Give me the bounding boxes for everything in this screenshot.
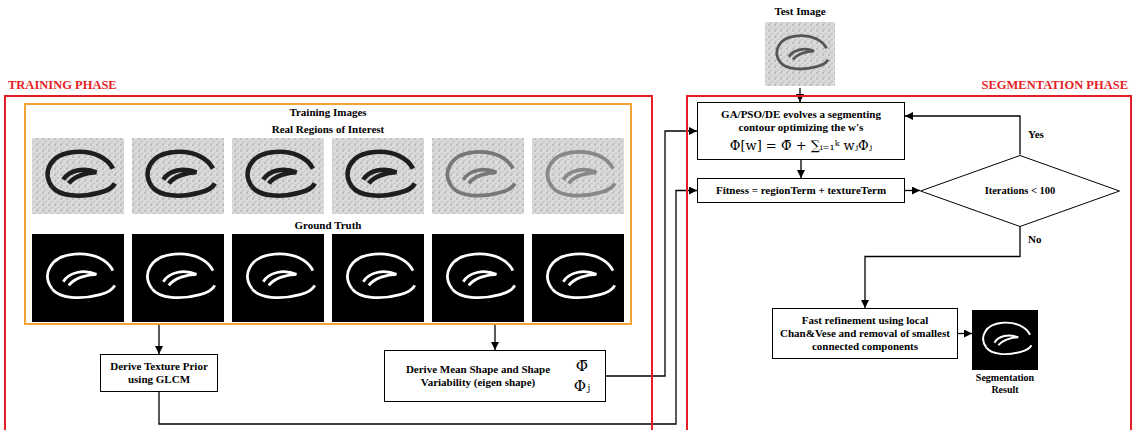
test-photo — [765, 22, 835, 86]
connector-arrow — [865, 227, 1020, 309]
row-label: Ground Truth — [26, 219, 630, 232]
connector-arrow — [905, 190, 920, 191]
training-photos — [32, 138, 624, 214]
group-title: Training Images — [26, 106, 630, 119]
phase-panel: TRAINING PHASETraining ImagesReal Region… — [4, 95, 653, 430]
edge-label: Yes — [1026, 128, 1046, 141]
connector-arrow — [800, 160, 801, 178]
symbol-column: Φ̄Φⱼ — [565, 356, 599, 396]
connector-arrow — [905, 116, 1020, 155]
process-box: Fast refinement using local Chan&Vese an… — [772, 308, 958, 359]
image-node: Test Image — [762, 4, 838, 88]
edge-label: No — [1026, 233, 1043, 246]
image-caption: Test Image — [762, 5, 838, 18]
process-box: Fitness = regionTerm + textureTerm — [697, 178, 905, 203]
process-box: Derive Texture Prior using GLCM — [100, 354, 218, 392]
image-node: Segmentation Result — [972, 310, 1038, 396]
box-text: Fitness = regionTerm + textureTerm — [704, 184, 898, 197]
connector-arrow — [494, 325, 495, 350]
decision-diamond: Iterations < 100 — [920, 155, 1120, 227]
box-text: Derive Texture Prior using GLCM — [107, 360, 211, 386]
connector-arrow — [159, 191, 697, 425]
phase-title: SEGMENTATION PHASE — [688, 78, 1130, 93]
result-mask — [972, 310, 1038, 370]
connector-arrow — [158, 325, 159, 354]
row-label: Real Regions of Interest — [26, 123, 630, 136]
process-box: GA/PSO/DE evolves a segmenting contour o… — [697, 102, 905, 160]
box-text: Fast refinement using local Chan&Vese an… — [779, 314, 951, 353]
connector-arrow — [958, 333, 972, 334]
ground-truth-masks — [32, 234, 624, 322]
image-caption: Segmentation Result — [972, 372, 1038, 396]
box-text: GA/PSO/DE evolves a segmenting contour o… — [704, 108, 898, 134]
phase-title: TRAINING PHASE — [6, 78, 651, 93]
shape-symbol: Φⱼ — [565, 376, 599, 396]
formula: Φ[w] = Φ̄ + ∑ᵢ₌₁ᵏ wⱼΦⱼ — [704, 137, 898, 154]
shape-symbol: Φ̄ — [565, 356, 599, 376]
text-column: Derive Mean Shape and Shape Variability … — [391, 363, 565, 389]
process-box: Derive Mean Shape and Shape Variability … — [384, 350, 606, 402]
phase-panel: SEGMENTATION PHASEGA/PSO/DE evolves a se… — [686, 95, 1132, 430]
decision-text: Iterations < 100 — [985, 185, 1056, 197]
image-group: Training ImagesReal Regions of InterestG… — [24, 103, 632, 325]
diamond-shape — [921, 155, 1120, 226]
box-text: Derive Mean Shape and Shape Variability … — [391, 363, 565, 389]
